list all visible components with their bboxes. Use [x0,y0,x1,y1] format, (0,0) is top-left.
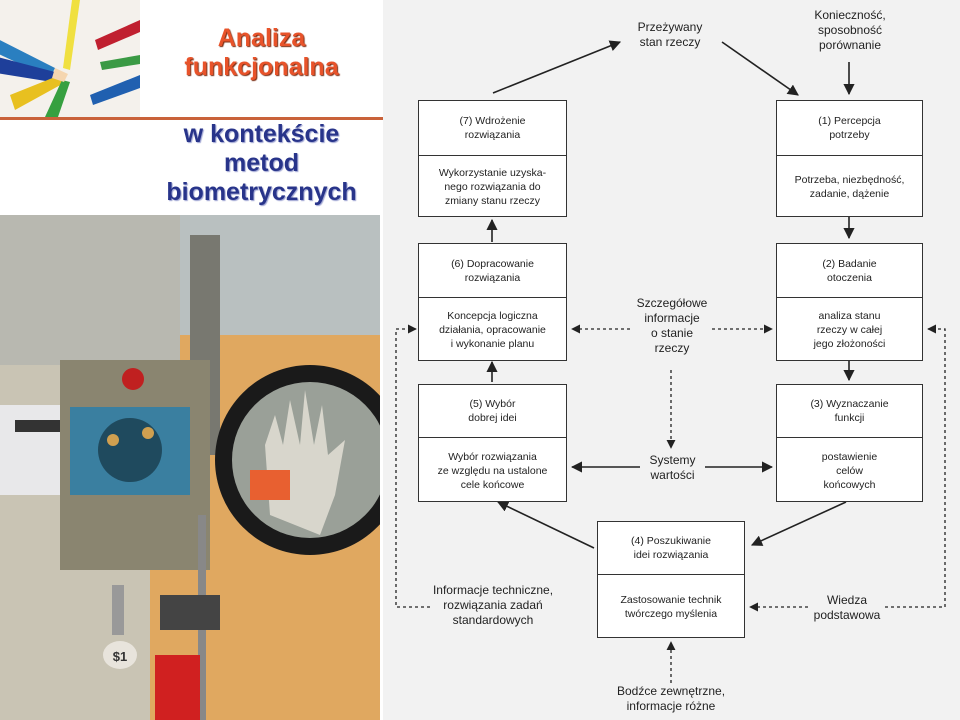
label-value-systems: Systemy wartości [649,453,696,482]
box-perception: (1) Percepcja potrzeby Potrzeba, niezbęd… [776,100,923,217]
box-function-body: postawienie celów końcowych [821,450,878,491]
label-technical-info: Informacje techniczne, rozwiązania zadań… [432,583,554,627]
box-environment: (2) Badanie otoczenia analiza stanu rzec… [776,243,923,361]
box-implementation: (7) Wdrożenie rozwiązania Wykorzystanie … [418,100,567,217]
label-state-experienced: Przeżywany stan rzeczy [637,20,703,49]
label-detailed-info: Szczegółowe informacje o stanie rzeczy [636,296,708,355]
arrow-7-to-state [492,40,622,94]
box-refinement-body: Koncepcja logiczna działania, opracowani… [439,310,546,350]
colored-pencils-image [0,0,140,117]
box-refinement-header: (6) Dopracowanie rozwiązania [419,244,566,298]
label-basic-knowledge: Wiedza podstawowa [813,593,881,622]
box-idea-choice-body: Wybór rozwiązania ze względu na ustalone… [437,450,548,491]
slide-subtitle: w kontekście metod biometrycznych [166,120,357,206]
header-divider [0,117,383,120]
box-function: (3) Wyznaczanie funkcji postawienie celó… [776,384,923,502]
left-panel: Analiza funkcjonalna w kontekście metod … [0,0,383,720]
photo-card-number: $1 [113,649,127,664]
box-environment-body: analiza stanu rzeczy w całej jego złożon… [813,310,886,350]
box-idea-search-body: Zastosowanie technik twórczego myślenia [620,594,722,620]
box-perception-header: (1) Percepcja potrzeby [777,101,922,156]
slide-title: Analiza funkcjonalna [184,24,339,81]
box-idea-search-header: (4) Poszukiwanie idei rozwiązania [598,522,744,575]
dashed-arrow-knowledge-to-2 [885,324,946,608]
box-implementation-body: Wykorzystanie uzyska- nego rozwiązania d… [438,167,547,207]
box-perception-body: Potrzeba, niezbędność, zadanie, dążenie [794,174,905,200]
label-necessity: Konieczność, sposobność porównanie [814,8,886,52]
box-idea-choice-header: (5) Wybór dobrej idei [419,385,566,438]
box-refinement: (6) Dopracowanie rozwiązania Koncepcja l… [418,243,567,361]
label-external-stimuli: Bodźce zewnętrzne, informacje różne [616,684,726,713]
box-idea-choice: (5) Wybór dobrej idei Wybór rozwiązania … [418,384,567,502]
biometric-scanner-photo: $1 [0,215,380,720]
box-implementation-header: (7) Wdrożenie rozwiązania [419,101,566,156]
box-idea-search: (4) Poszukiwanie idei rozwiązania Zastos… [597,521,745,638]
arrow-3-to-4 [750,501,847,546]
box-function-header: (3) Wyznaczanie funkcji [777,385,922,438]
box-environment-header: (2) Badanie otoczenia [777,244,922,298]
functional-analysis-diagram [395,40,946,683]
arrow-state-to-1 [721,41,799,96]
arrow-4-to-5 [496,501,595,549]
